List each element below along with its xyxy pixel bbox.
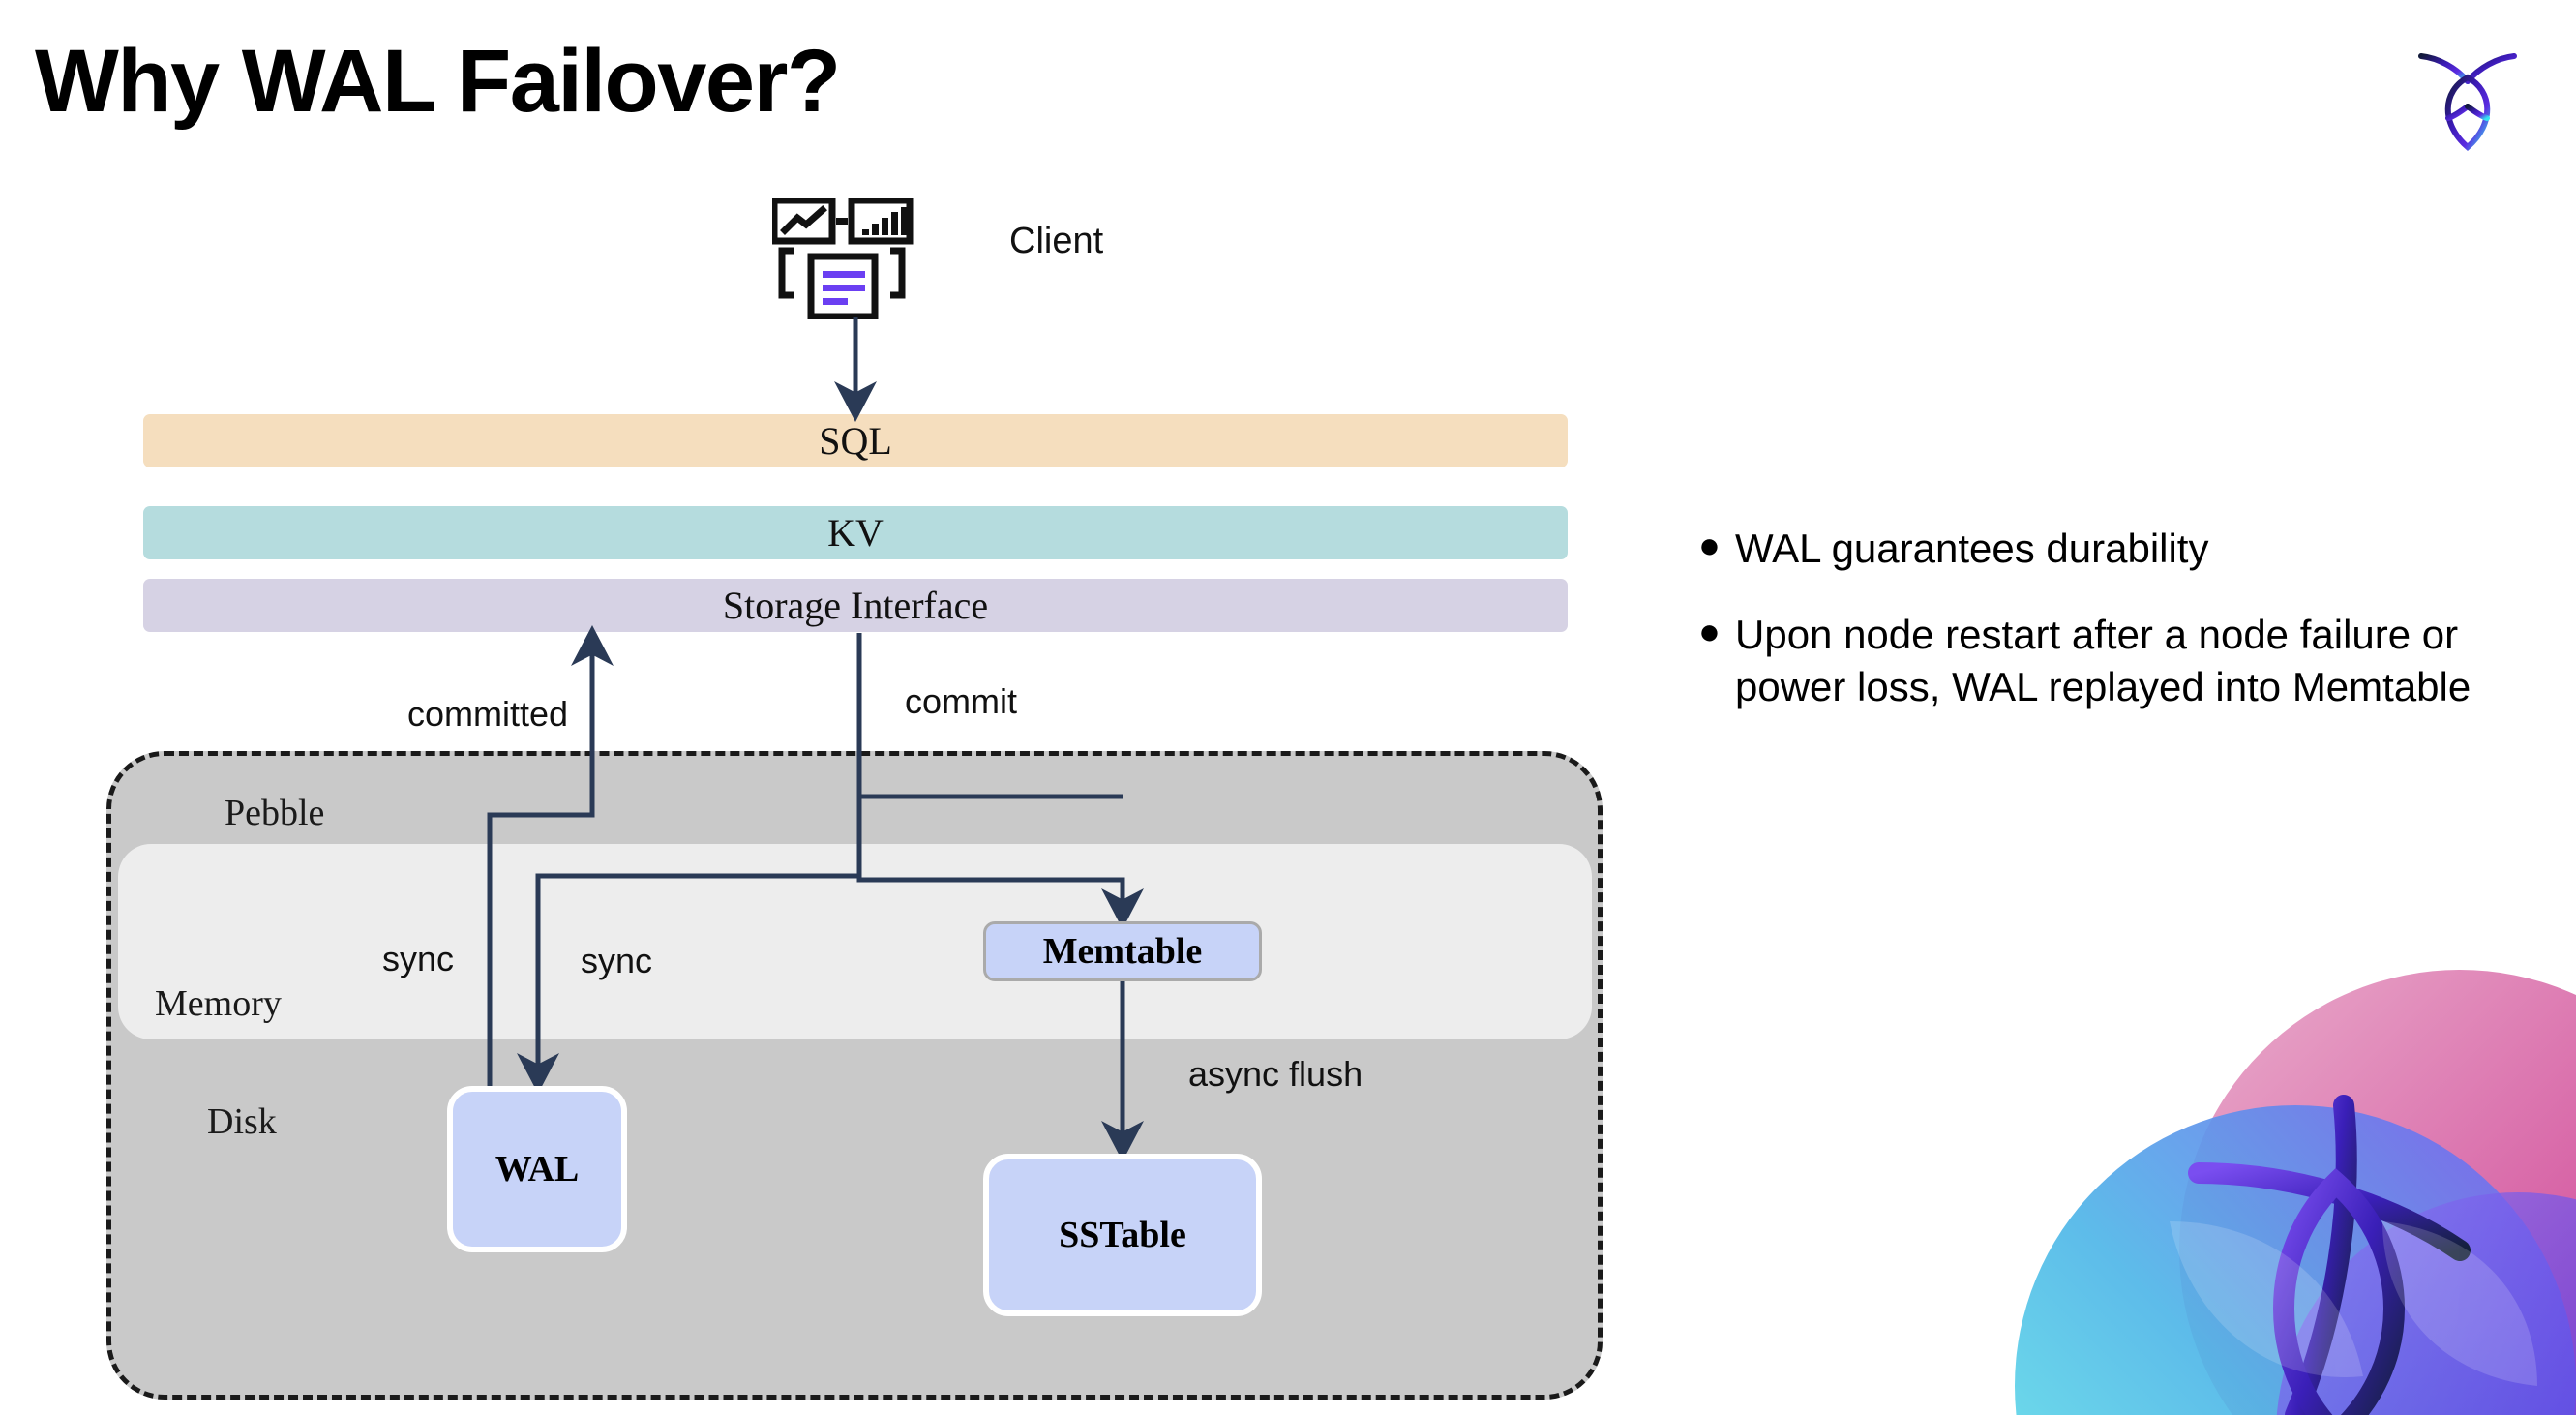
edge-label-async-flush: async flush	[1188, 1054, 1363, 1094]
decorative-circles-graphic	[1976, 931, 2576, 1415]
edge-label-committed: committed	[407, 694, 569, 734]
list-item: ● WAL guarantees durability	[1698, 523, 2531, 576]
client-label: Client	[1009, 221, 1104, 261]
bullet-list: ● WAL guarantees durability ● Upon node …	[1698, 523, 2531, 747]
bullet-text: WAL guarantees durability	[1735, 526, 2209, 571]
list-item: ● Upon node restart after a node failure…	[1698, 609, 2531, 714]
layer-bar-kv: KV	[143, 506, 1568, 559]
client-dashboard-icon	[770, 196, 927, 320]
memory-label: Memory	[155, 983, 282, 1024]
memory-region	[118, 844, 1592, 1039]
node-sstable[interactable]: SSTable	[983, 1154, 1262, 1316]
edge-label-sync-left: sync	[382, 939, 455, 978]
bullet-text: Upon node restart after a node failure o…	[1735, 611, 2471, 710]
cockroachdb-logo-icon	[2410, 35, 2526, 151]
node-wal[interactable]: WAL	[447, 1086, 627, 1252]
disk-label: Disk	[207, 1101, 277, 1142]
page-title: Why WAL Failover?	[35, 32, 841, 131]
pebble-label: Pebble	[225, 793, 325, 833]
layer-bar-sql: SQL	[143, 414, 1568, 467]
edge-label-sync-right: sync	[581, 941, 653, 980]
edge-label-commit: commit	[905, 681, 1017, 721]
bullet-marker-icon: ●	[1698, 611, 1721, 652]
bullet-marker-icon: ●	[1698, 526, 1721, 566]
node-memtable[interactable]: Memtable	[983, 921, 1262, 981]
layer-bar-storage-interface: Storage Interface	[143, 579, 1568, 632]
